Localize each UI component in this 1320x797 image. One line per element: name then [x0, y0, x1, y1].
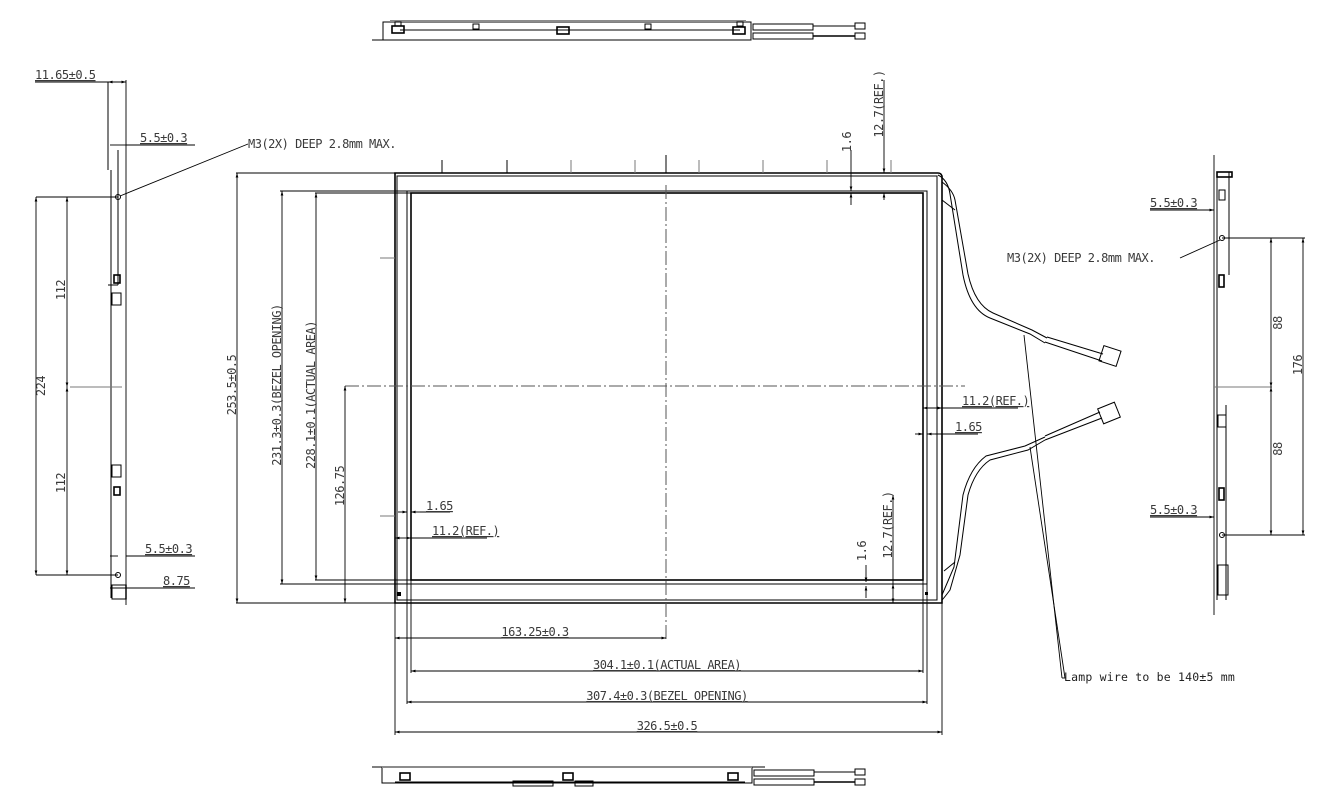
- right-side-view: [1150, 155, 1305, 615]
- dim-center-height: 126.75: [333, 466, 347, 507]
- dim-actual-area-height: 228.1±0.1(ACTUAL AREA): [304, 321, 318, 469]
- lamp-wire-upper: [937, 174, 1122, 368]
- dim-right-hole-pitch-lower: 88: [1271, 442, 1285, 456]
- dim-actual-area-width: 304.1±0.1(ACTUAL AREA): [593, 658, 741, 672]
- front-horizontal-dimensions: [394, 580, 943, 735]
- dim-left-hole-pitch-total: 224: [34, 376, 48, 396]
- note-lamp-wire: Lamp wire to be 140±5 mm: [1064, 670, 1235, 684]
- dim-left-top-hole-offset: 5.5±0.3: [140, 131, 187, 145]
- right-dimensions: [915, 406, 1018, 436]
- dim-bezel-opening-height: 231.3±0.3(BEZEL OPENING): [270, 304, 284, 465]
- dim-center-width: 163.25±0.3: [501, 625, 569, 639]
- dim-bottom-gap: 1.6: [855, 541, 869, 561]
- dim-left-gap: 1.65: [426, 499, 453, 513]
- front-vertical-dimensions: [235, 172, 411, 604]
- bottom-right-dimensions: [864, 495, 895, 603]
- dim-right-gap: 1.65: [955, 420, 982, 434]
- dim-left-ref: 11.2(REF.): [432, 524, 499, 538]
- dim-top-ref: 12.7(REF.): [872, 70, 886, 137]
- dim-right-top-hole-offset: 5.5±0.3: [1150, 196, 1197, 210]
- dim-thickness: 11.65±0.5: [35, 68, 96, 82]
- left-bottom-dimensions: [395, 510, 487, 540]
- dim-top-gap: 1.6: [840, 132, 854, 152]
- dim-overall-height: 253.5±0.5: [225, 354, 239, 415]
- dim-right-ref: 11.2(REF.): [962, 394, 1029, 408]
- dim-right-bottom-hole-offset: 5.5±0.3: [1150, 503, 1197, 517]
- dim-bottom-ref: 12.7(REF.): [881, 491, 895, 558]
- front-view: [345, 155, 965, 640]
- bottom-view: [372, 766, 866, 787]
- dim-left-bottom-depth: 8.75: [163, 574, 190, 588]
- dim-left-hole-pitch-upper: 112: [54, 280, 68, 300]
- note-left-screw: M3(2X) DEEP 2.8mm MAX.: [248, 137, 396, 151]
- top-view: [372, 20, 866, 41]
- dim-left-hole-pitch-lower: 112: [54, 473, 68, 493]
- dim-right-hole-pitch-total: 176: [1291, 355, 1305, 375]
- top-right-dimensions: [849, 80, 886, 205]
- dim-left-bottom-hole-offset: 5.5±0.3: [145, 542, 192, 556]
- dim-bezel-opening-width: 307.4±0.3(BEZEL OPENING): [586, 689, 747, 703]
- lamp-wire-lower: [941, 401, 1121, 601]
- dim-overall-width: 326.5±0.5: [637, 719, 698, 733]
- dim-right-hole-pitch-upper: 88: [1271, 316, 1285, 330]
- left-side-view: [34, 80, 249, 605]
- note-right-screw: M3(2X) DEEP 2.8mm MAX.: [1007, 251, 1155, 265]
